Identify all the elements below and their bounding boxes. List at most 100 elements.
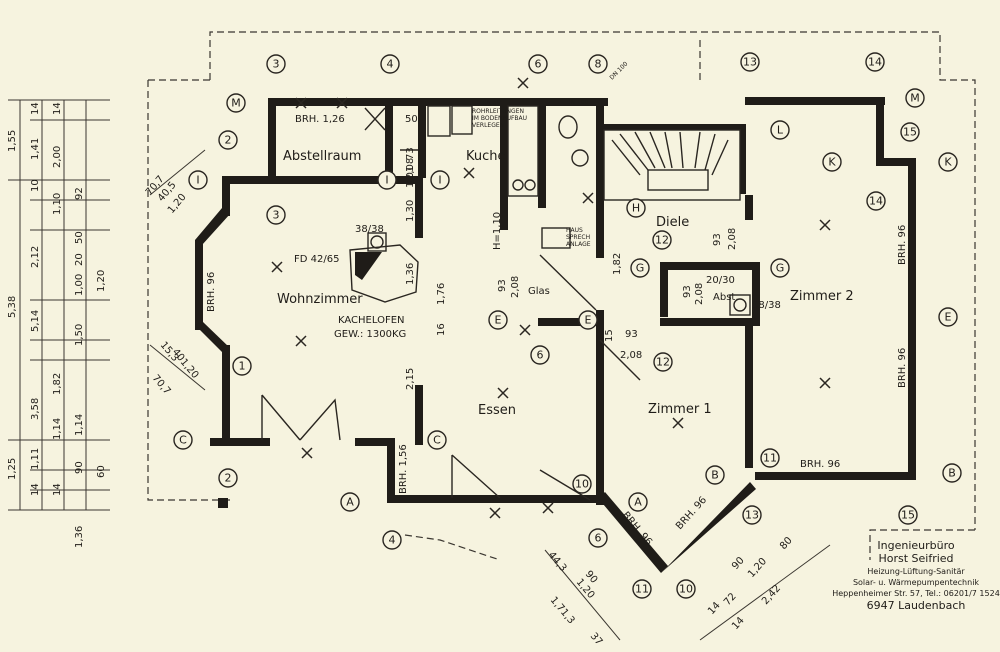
svg-text:2: 2 — [225, 472, 232, 485]
dim-150: 1,50 — [74, 324, 85, 346]
note-136: 1,36 — [405, 263, 416, 285]
roof-outline — [147, 31, 976, 561]
note-93a: 93 — [497, 279, 508, 292]
svg-text:6: 6 — [535, 58, 542, 71]
svg-text:13: 13 — [745, 509, 759, 522]
note-haussprech-3: ANLAGE — [566, 241, 591, 248]
stamp-line2: Horst Seifried — [878, 552, 953, 565]
axis-2-top: 2 — [218, 130, 238, 150]
note-176: 1,76 — [436, 283, 447, 305]
svg-text:H: H — [632, 202, 640, 215]
svg-text:37: 37 — [588, 631, 605, 648]
axis-6-top: 6 — [528, 54, 548, 74]
axis-i-mid2: I — [430, 170, 450, 190]
axis-14-mid: 14 — [866, 191, 886, 211]
svg-text:L: L — [777, 124, 784, 137]
svg-text:15: 15 — [901, 509, 915, 522]
dim-141: 1,41 — [30, 138, 41, 160]
axis-15-right: 15 — [900, 122, 920, 142]
svg-text:I: I — [438, 174, 441, 187]
dim-92: 92 — [74, 187, 85, 200]
svg-text:44,3: 44,3 — [546, 550, 569, 574]
note-haussprech-1: HAUS — [566, 227, 583, 234]
note-brh96-right-mid: BRH. 96 — [897, 348, 908, 388]
note-dn100-a: DN 100 — [566, 99, 589, 106]
note-brh96-diag2: BRH. 96 — [674, 495, 709, 532]
dim-358: 3,58 — [30, 398, 41, 420]
axis-h: H — [626, 198, 646, 218]
axis-4-bottom: 4 — [382, 530, 402, 550]
dim-14b: 14 — [52, 102, 63, 115]
note-brh156: BRH. 1,56 — [398, 444, 409, 494]
note-rohr-2: IM BODENAUFBAU — [472, 115, 527, 122]
svg-text:A: A — [346, 496, 354, 509]
note-brh96-left: BRH. 96 — [206, 272, 217, 312]
svg-text:14: 14 — [869, 195, 883, 208]
axis-11-bottom: 11 — [632, 579, 652, 599]
dim-90: 90 — [74, 461, 85, 474]
note-208b: 2,08 — [510, 276, 521, 298]
room-abstellraum: Abstellraum — [283, 149, 361, 164]
axis-11-top: 11 — [760, 448, 780, 468]
axis-e-left: E — [488, 310, 508, 330]
svg-text:8: 8 — [595, 58, 602, 71]
dim-212: 2,12 — [30, 246, 41, 268]
svg-text:2: 2 — [225, 134, 232, 147]
details — [261, 105, 751, 501]
note-h110: H=1,10 — [492, 212, 503, 250]
note-brh96-right-top: BRH. 96 — [897, 225, 908, 265]
axis-m-left: M — [226, 93, 246, 113]
svg-text:15: 15 — [903, 126, 917, 139]
svg-text:4: 4 — [387, 58, 394, 71]
svg-text:M: M — [910, 92, 920, 105]
axis-g-left: G — [630, 258, 650, 278]
note-haussprech-2: SPRECH — [566, 234, 590, 241]
note-abst: Abst. — [713, 292, 739, 303]
dim-538: 5,38 — [7, 296, 18, 318]
svg-text:70,7: 70,7 — [150, 373, 173, 397]
note-73: 73 — [405, 147, 416, 160]
dim-125: 1,25 — [7, 458, 18, 480]
axis-c-left: C — [173, 430, 193, 450]
note-dn100-b: DN 100 — [608, 60, 629, 81]
svg-text:I: I — [196, 174, 199, 187]
svg-text:C: C — [179, 434, 187, 447]
axis-10-top: 10 — [572, 474, 592, 494]
stamp-line5: Heppenheimer Str. 57, Tel.: 06201/7 1524 — [832, 589, 1000, 598]
axis-a-mid: A — [628, 492, 648, 512]
svg-text:1,20: 1,20 — [746, 556, 769, 580]
note-gewicht: GEW.: 1300KG — [334, 329, 406, 340]
svg-text:12: 12 — [656, 356, 670, 369]
axis-12-top: 12 — [652, 230, 672, 250]
svg-text:3: 3 — [273, 209, 280, 222]
engineer-stamp: Ingenieurbüro Horst Seifried Heizung-Lüf… — [832, 539, 1000, 612]
svg-text:2,42: 2,42 — [760, 583, 783, 607]
note-208c: 2,08 — [620, 350, 642, 361]
dim-10: 10 — [30, 179, 41, 192]
axis-e-mid: E — [578, 310, 598, 330]
note-brh126: BRH. 1,26 — [295, 114, 345, 125]
room-zimmer2: Zimmer 2 — [790, 289, 854, 304]
svg-text:6: 6 — [537, 349, 544, 362]
axis-6-mid: 6 — [530, 345, 550, 365]
note-fd: FD 42/65 — [294, 254, 339, 265]
svg-text:10: 10 — [575, 478, 589, 491]
axis-l: L — [770, 120, 790, 140]
dim-114: 1,14 — [52, 418, 63, 440]
walls — [195, 97, 916, 573]
note-kachelofen: KACHELOFEN — [338, 315, 405, 326]
room-labels: Abstellraum Kuche Wohnzimmer Essen Diele… — [277, 149, 854, 418]
room-essen: Essen — [478, 403, 516, 418]
dim-110: 1,10 — [52, 193, 63, 215]
svg-text:72: 72 — [722, 591, 739, 608]
axis-3-top: 3 — [266, 54, 286, 74]
svg-text:1,71,3: 1,71,3 — [548, 595, 577, 626]
note-93c: 93 — [712, 233, 723, 246]
svg-text:M: M — [231, 97, 241, 110]
axis-2-bottom: 2 — [218, 468, 238, 488]
note-glas: Glas — [528, 286, 550, 297]
svg-text:14: 14 — [868, 56, 882, 69]
note-215: 2,15 — [405, 368, 416, 390]
axis-k-right: K — [938, 152, 958, 172]
